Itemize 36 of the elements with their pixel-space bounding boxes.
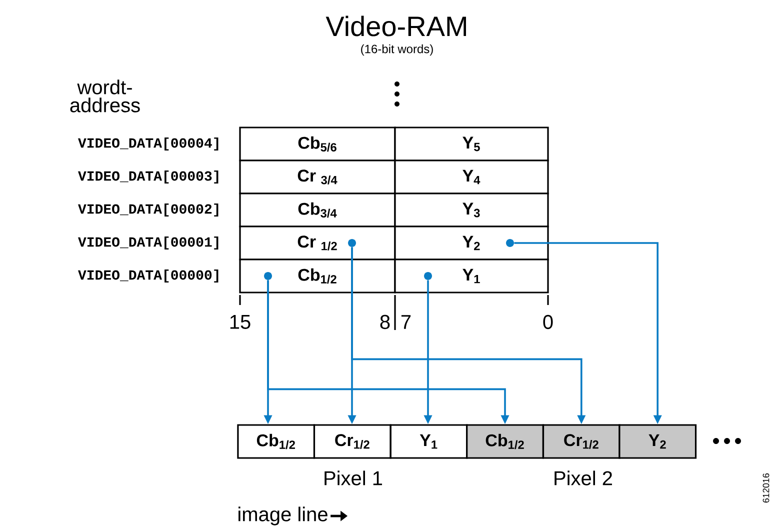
bit-number: 15 [230, 315, 250, 329]
address-label: VIDEO_DATA[00001] [78, 236, 218, 250]
memory-cell: Y$_{3}$ [394, 192, 549, 228]
memory-cell: Cb$_{1/2}$ [239, 258, 396, 294]
address-label: VIDEO_DATA[00003] [78, 170, 218, 184]
memory-cell: Cr$_{1/2}$ [542, 424, 620, 459]
address-label: VIDEO_DATA[00002] [78, 203, 218, 217]
column-heading: wordt- address [70, 80, 140, 112]
memory-cell: Y$_{2}$ [618, 424, 697, 459]
memory-cell: Cr $_{3/4}$ [239, 160, 396, 194]
address-label: VIDEO_DATA[00000] [78, 269, 218, 283]
memory-cell: Cr $_{1/2}$ [239, 226, 396, 260]
memory-cell: Y$_{1}$ [390, 424, 468, 459]
axis-label: image line [238, 506, 328, 526]
dot [506, 239, 514, 247]
title: Video-RAM [326, 16, 466, 36]
dot [424, 272, 432, 280]
memory-cell: Y$_{2}$ [394, 226, 549, 260]
figure-number: 612016 [762, 473, 770, 503]
pixel-label: Pixel 2 [554, 470, 612, 486]
pixel-label: Pixel 1 [324, 470, 382, 486]
bit-number: 7 [401, 315, 411, 329]
memory-cell: Y$_{5}$ [394, 126, 549, 162]
memory-cell: Cb$_{1/2}$ [466, 424, 544, 459]
dot [348, 239, 356, 247]
memory-cell: Cb$_{5/6}$ [239, 126, 396, 162]
memory-cell: Y$_{4}$ [394, 160, 549, 194]
memory-cell: Cb$_{3/4}$ [239, 192, 396, 228]
memory-cell: Cr$_{1/2}$ [313, 424, 392, 459]
dot [264, 272, 272, 280]
address-label: VIDEO_DATA[00004] [78, 137, 218, 151]
bit-number: 8 [380, 314, 390, 330]
subtitle: (16-bit words) [361, 44, 433, 56]
bit-number: 0 [543, 314, 553, 330]
memory-cell: Y$_{1}$ [394, 258, 549, 294]
memory-cell: Cb$_{1/2}$ [237, 424, 316, 459]
